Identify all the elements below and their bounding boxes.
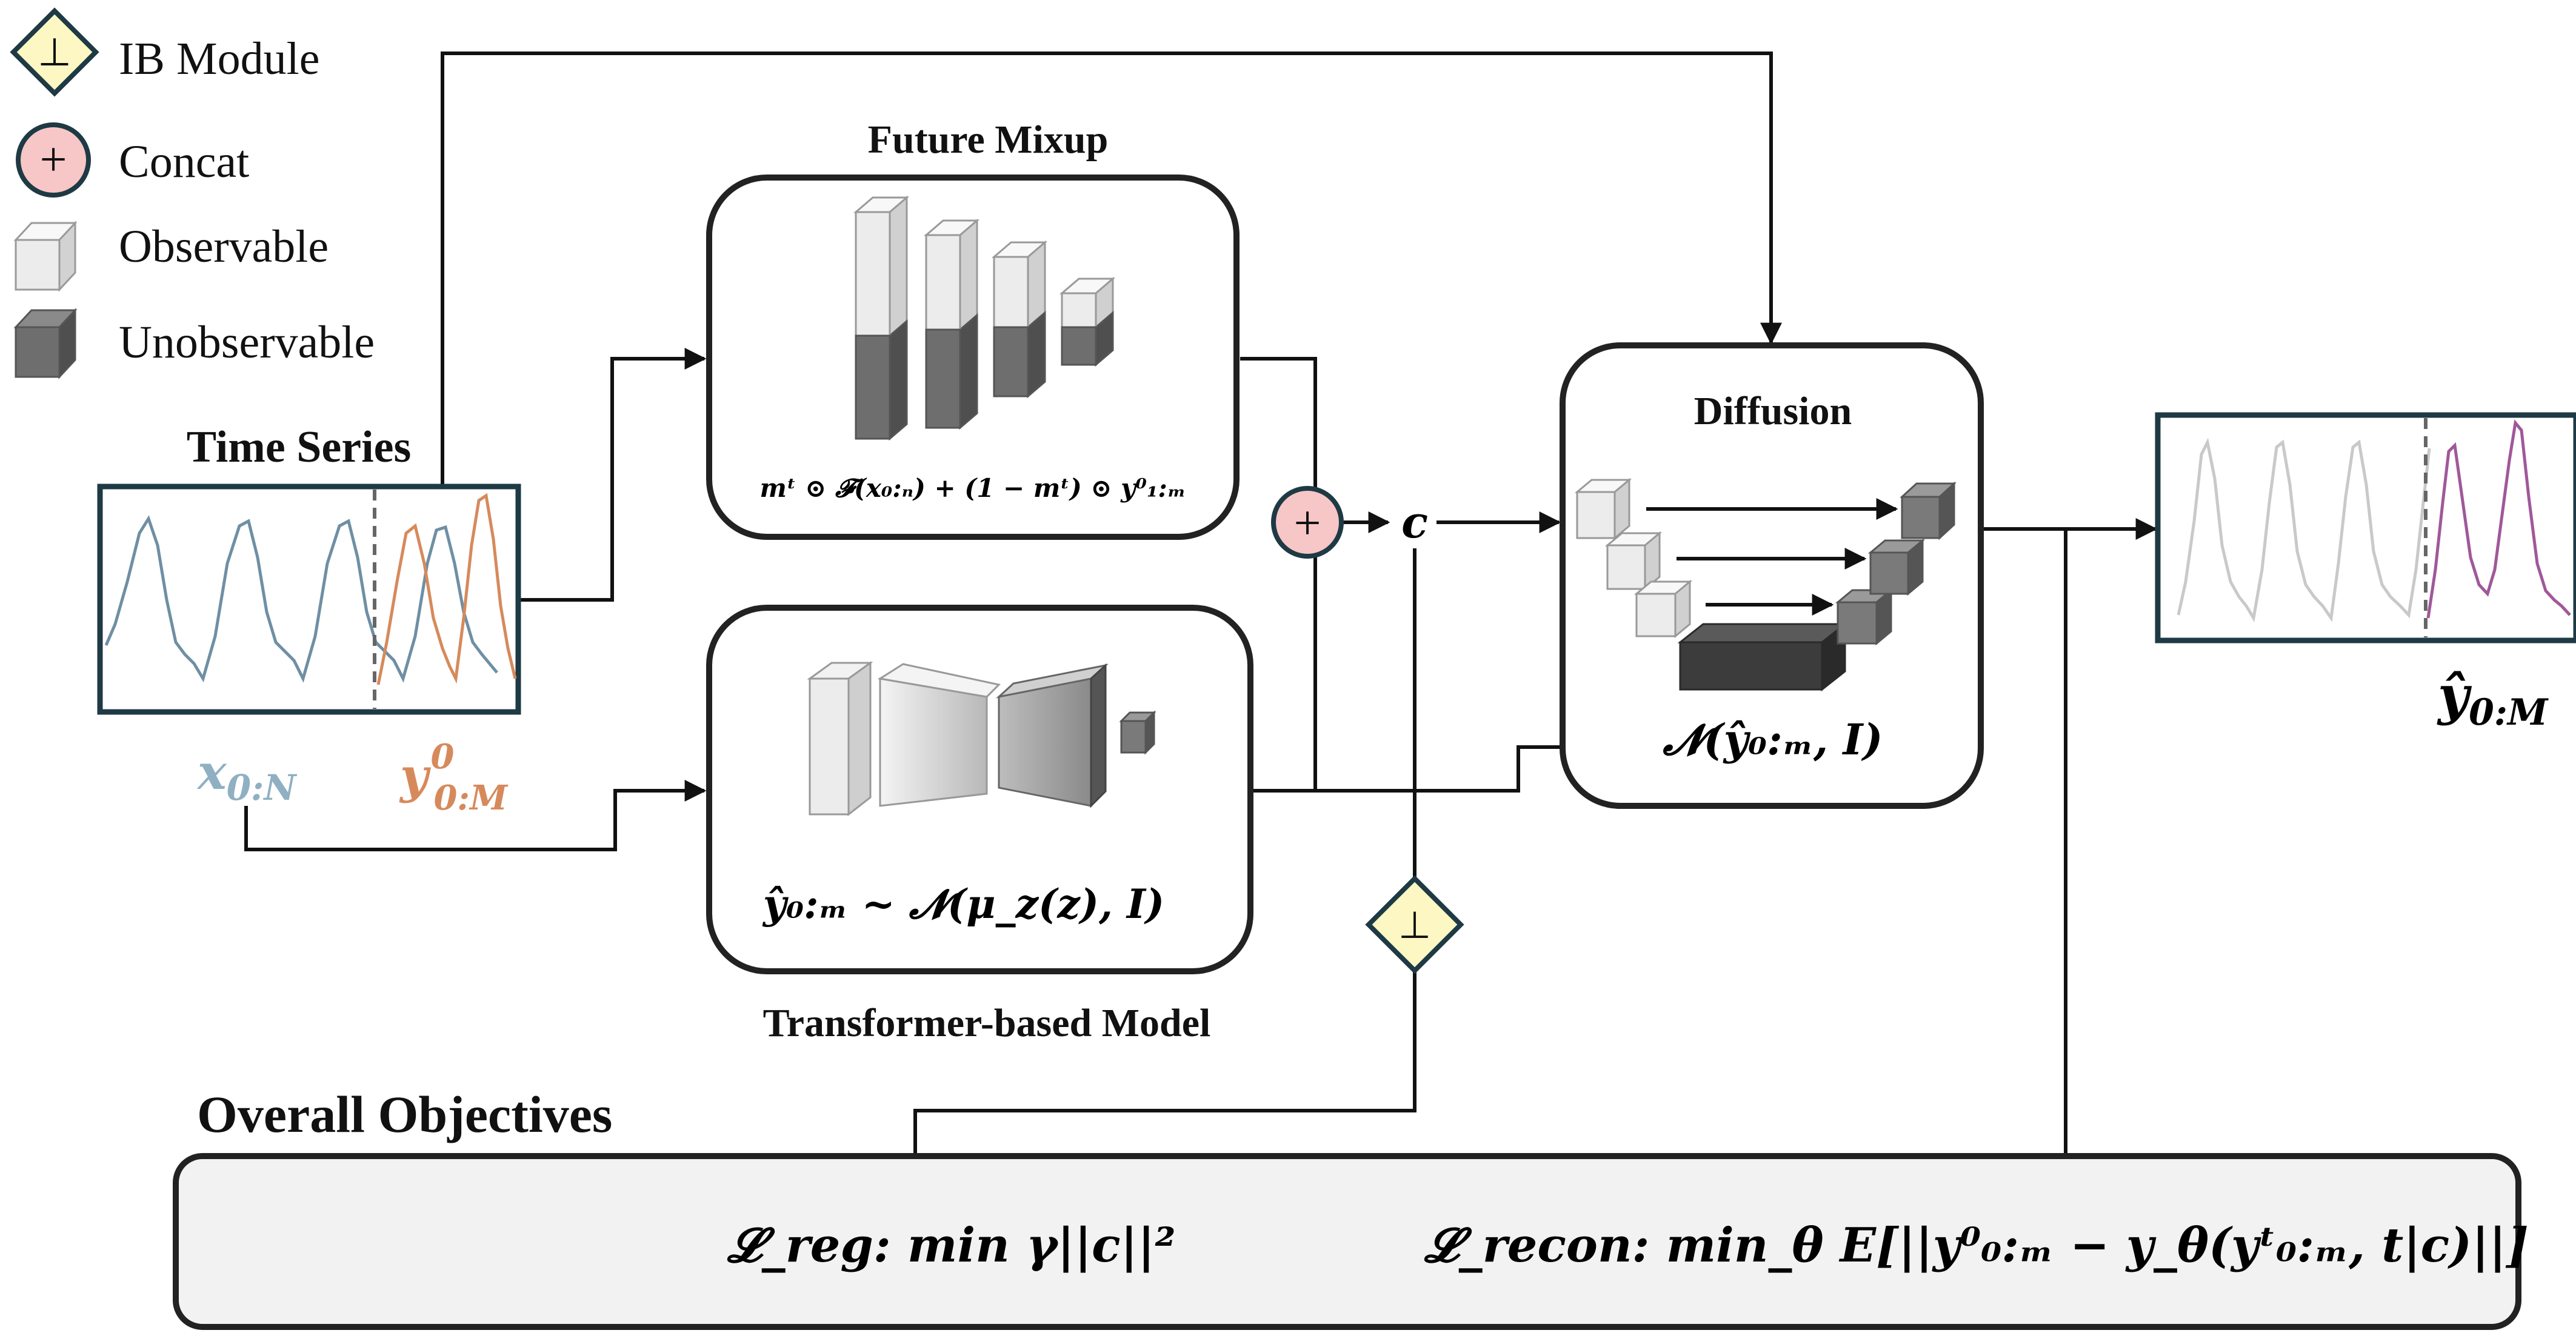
- objectives-title: Overall Objectives: [197, 1085, 612, 1143]
- output-label: ŷ0:M: [2437, 663, 2549, 734]
- legend-concat-label: Concat: [119, 136, 249, 187]
- skip-connection-arrow: [441, 52, 1782, 485]
- time-series-title: Time Series: [187, 422, 412, 472]
- legend-observable-label: Observable: [119, 221, 329, 272]
- ib-symbol: ⊥: [1398, 905, 1431, 946]
- mixup-bars: [853, 195, 1116, 441]
- objectives-box: [173, 1153, 2521, 1330]
- legend-concat-icon: +: [16, 122, 91, 198]
- legend-ib-icon: ⊥: [10, 7, 99, 97]
- series-to-mixup-arrow: [520, 348, 707, 602]
- diffusion-title: Diffusion: [1694, 389, 1852, 433]
- future-mixup-formula: mᵗ ⊙ 𝓕(x₀:ₙ) + (1 − mᵗ) ⊙ y⁰₁:ₘ: [760, 473, 1186, 503]
- output-panel: ŷ0:M: [2155, 412, 2576, 734]
- legend-unobservable-label: Unobservable: [119, 317, 375, 368]
- legend-ib-symbol: ⊥: [38, 31, 72, 74]
- ib-node: ⊥: [1365, 875, 1464, 974]
- encoder-shape: [879, 677, 988, 807]
- bottleneck-block: [1679, 641, 1823, 691]
- output-frame: [2155, 412, 2576, 643]
- reconstruction-loss-formula: 𝓛_recon: min_θ E[||y⁰₀:ₘ − y_θ(yᵗ₀:ₘ, t|…: [1423, 1218, 2529, 1273]
- diffusion-formula: 𝓝(ŷ₀:ₘ, I): [1663, 714, 1883, 765]
- legend-observable-cube-icon: [13, 221, 78, 292]
- legend-unobservable-cube-icon: [13, 308, 78, 379]
- regularization-loss-formula: 𝓛_reg: min γ||c||²: [726, 1218, 1176, 1273]
- transformer-block: ŷ₀:ₘ ~ 𝓝(μ_z(z), I) Transformer-based Mo…: [706, 605, 1253, 1045]
- x-input-label: x0:N: [196, 743, 297, 808]
- x-to-transformer-arrow: [244, 780, 707, 851]
- unet-shapes: [1574, 477, 1957, 692]
- faded-history-series-line: [2177, 437, 2431, 623]
- future-mixup-block: Future Mixup: [706, 118, 1240, 540]
- concat-symbol: +: [1293, 497, 1321, 550]
- input-embedding-slab: [809, 677, 850, 816]
- legend: ⊥ IB Module + Concat Observable Unobserv…: [10, 7, 375, 379]
- legend-ib-label: IB Module: [119, 33, 319, 84]
- latent-cube: [1120, 720, 1147, 754]
- transformer-formula: ŷ₀:ₘ ~ 𝓝(μ_z(z), I): [762, 880, 1164, 928]
- legend-concat-symbol: +: [39, 133, 67, 187]
- mixup-to-concat-line: [1240, 357, 1317, 488]
- diffusion-box: [1560, 342, 1984, 809]
- transformer-title: Transformer-based Model: [763, 1001, 1211, 1045]
- transformer-encoder-decoder-shapes: [807, 661, 1156, 817]
- observed-series-line: [104, 515, 498, 683]
- target-series-line: [376, 493, 517, 685]
- predicted-series-line: [2426, 419, 2571, 619]
- concat-node: +: [1271, 486, 1344, 559]
- decoder-shape: [998, 677, 1092, 807]
- condition-c-label: c: [1401, 496, 1428, 548]
- diffusion-block: Diffusion: [1560, 342, 1984, 809]
- objectives-panel: Overall Objectives 𝓛_reg: min γ||c||² 𝓛_…: [173, 1085, 2529, 1330]
- future-mixup-title: Future Mixup: [868, 118, 1109, 162]
- time-series-frame: [97, 484, 521, 715]
